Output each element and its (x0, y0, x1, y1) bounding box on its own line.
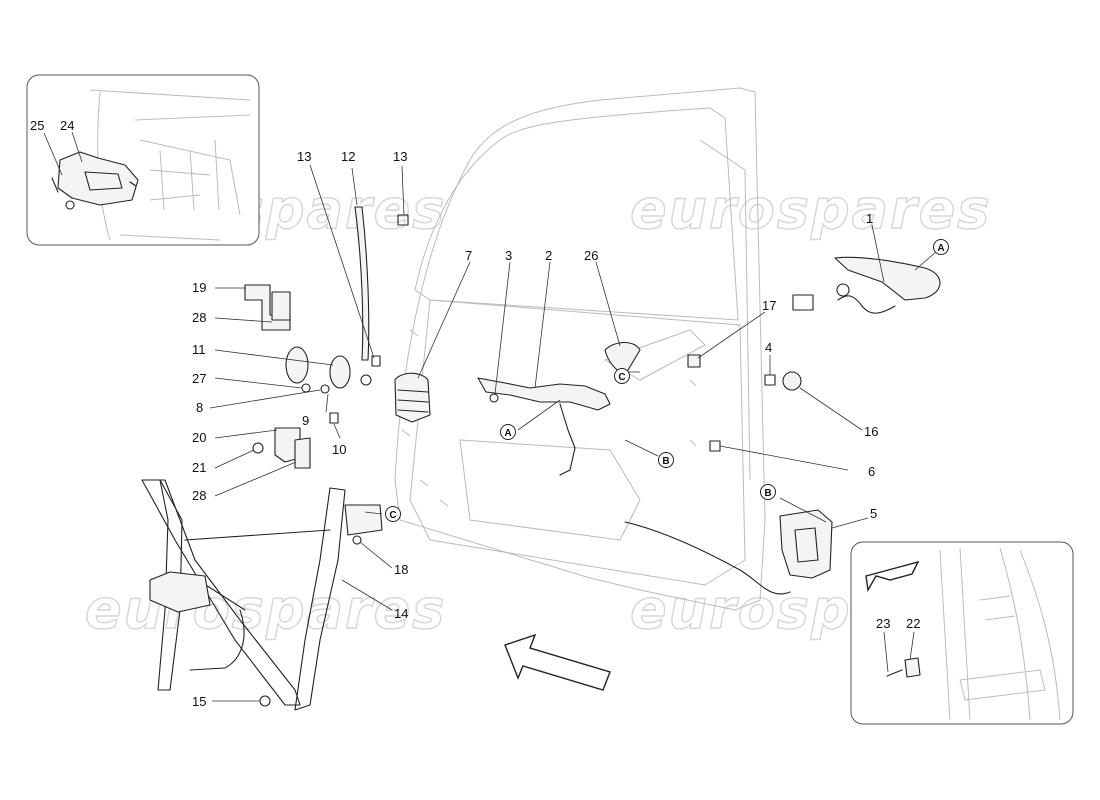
callout-22: 22 (906, 616, 920, 631)
washer-9-part (320, 384, 330, 394)
callout-5: 5 (870, 506, 877, 521)
callout-27: 27 (192, 371, 206, 386)
bolt-4-part (764, 374, 776, 386)
inner-door-handle-part (57, 151, 139, 206)
callout-26: 26 (584, 248, 598, 263)
ref-marker-B-latch: B (760, 484, 776, 500)
bolt-13-upper-part (397, 214, 409, 226)
callout-12: 12 (341, 149, 355, 164)
ref-marker-C-regulator: C (385, 506, 401, 522)
inset-bottom-right (850, 541, 1074, 725)
callout-1: 1 (866, 211, 873, 226)
callout-13-left: 13 (297, 149, 311, 164)
screw-27-part (301, 383, 311, 393)
callout-24: 24 (60, 118, 74, 133)
callout-19: 19 (192, 280, 206, 295)
callout-15: 15 (192, 694, 206, 709)
ref-marker-A-release: A (500, 424, 516, 440)
callout-6: 6 (868, 464, 875, 479)
callout-13-right: 13 (393, 149, 407, 164)
callout-18: 18 (394, 562, 408, 577)
pad-26-part (604, 341, 641, 376)
ref-marker-B-door: B (658, 452, 674, 468)
ref-label-B-door: B (662, 456, 669, 467)
grommet-11-part (285, 346, 309, 384)
door-outline (394, 87, 766, 611)
window-regulator-14-part (141, 479, 383, 711)
callout-2: 2 (545, 248, 552, 263)
ref-label-C-door: C (618, 372, 625, 383)
inset-top-left (26, 74, 260, 246)
ref-label-B-latch: B (764, 488, 771, 499)
callout-16: 16 (864, 424, 878, 439)
ref-label-A-handle: A (937, 243, 944, 254)
leader-lines (43, 131, 937, 702)
callout-labels: 25 24 13 12 13 19 28 11 27 8 9 10 20 21 … (30, 118, 920, 709)
nut-21-part (252, 442, 264, 454)
screw-3-part (489, 393, 499, 403)
callout-23: 23 (876, 616, 890, 631)
cap-16-part (782, 371, 802, 391)
screw-10-part (329, 412, 339, 424)
ref-marker-A-handle: A (933, 239, 949, 255)
clip-17-part (687, 354, 701, 368)
door-check-7-part (394, 372, 431, 423)
callout-3: 3 (505, 248, 512, 263)
callout-14: 14 (394, 606, 408, 621)
callout-9: 9 (302, 413, 309, 428)
bolt-6-part (709, 440, 721, 452)
door-latch-5-part (624, 509, 833, 595)
ref-label-C-regulator: C (389, 510, 396, 521)
inner-release-2-part (477, 377, 611, 411)
bolt-13-lower-part (371, 355, 381, 367)
nut-15-part (259, 695, 271, 707)
direction-arrow (504, 633, 611, 691)
reference-markers: A A B B C C (385, 239, 949, 522)
bracket-20-part (274, 427, 301, 463)
bracket-22-part (904, 657, 921, 678)
callout-17: 17 (762, 298, 776, 313)
callout-7: 7 (465, 248, 472, 263)
callout-11: 11 (192, 342, 206, 357)
callout-8: 8 (196, 400, 203, 415)
callout-28-upper: 28 (192, 310, 206, 325)
inset-direction-arrow (865, 560, 920, 593)
callout-28-lower: 28 (192, 488, 206, 503)
inset-frame-bottom-right (850, 541, 1074, 725)
callout-25: 25 (30, 118, 44, 133)
callout-4: 4 (765, 340, 772, 355)
ref-marker-C-door: C (614, 368, 630, 384)
outer-handle-1-part (792, 256, 941, 314)
ref-label-A-release: A (504, 428, 511, 439)
callout-21: 21 (192, 460, 206, 475)
callout-20: 20 (192, 430, 206, 445)
watermark-bottom-left: eurospares (85, 578, 446, 641)
handle-cap-part (65, 200, 75, 210)
window-guide-rail-part (354, 206, 370, 361)
callout-10: 10 (332, 442, 346, 457)
watermark-top-right: eurospares (630, 178, 991, 241)
